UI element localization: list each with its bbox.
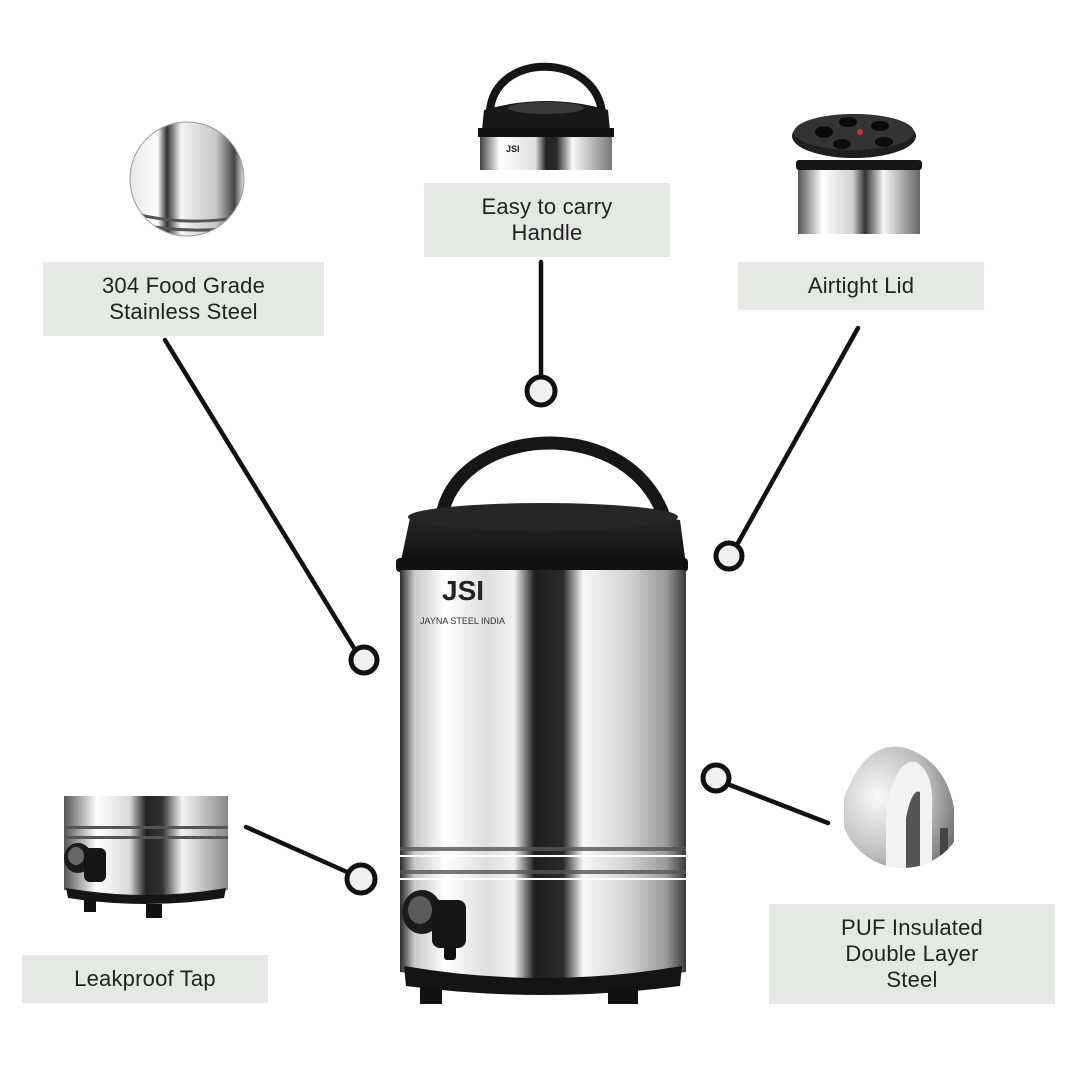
tap-connector-dot [344, 862, 378, 896]
lid-connector-dot [713, 540, 745, 572]
steel-closeup-icon [129, 121, 245, 237]
insulation-connector-dot [700, 762, 732, 794]
svg-text:JSI: JSI [506, 144, 520, 154]
lid-closeup-icon [792, 114, 922, 234]
handle-connector-dot [524, 374, 558, 408]
insulation-feature-label: PUF Insulated Double Layer Steel [769, 904, 1055, 1004]
brand-text: JAYNA STEEL INDIA [420, 616, 505, 626]
insulation-connector-line [727, 782, 831, 826]
tap-connector-line [243, 824, 350, 875]
lid-connector-line [735, 325, 861, 546]
tap-feature-label: Leakproof Tap [22, 955, 268, 1003]
handle-closeup-icon: JSI [478, 62, 614, 170]
water-jug-icon: JSI JAYNA STEEL INDIA [396, 436, 688, 1004]
brand-mark: JSI [442, 575, 484, 606]
steel-feature-label: 304 Food Grade Stainless Steel [43, 262, 324, 336]
steel-connector-dot [348, 644, 380, 676]
steel-connector-line [162, 337, 357, 651]
tap-closeup-icon [64, 796, 228, 918]
lid-feature-label: Airtight Lid [738, 262, 984, 310]
insulation-closeup-icon [840, 742, 966, 868]
handle-feature-label: Easy to carry Handle [424, 183, 670, 257]
